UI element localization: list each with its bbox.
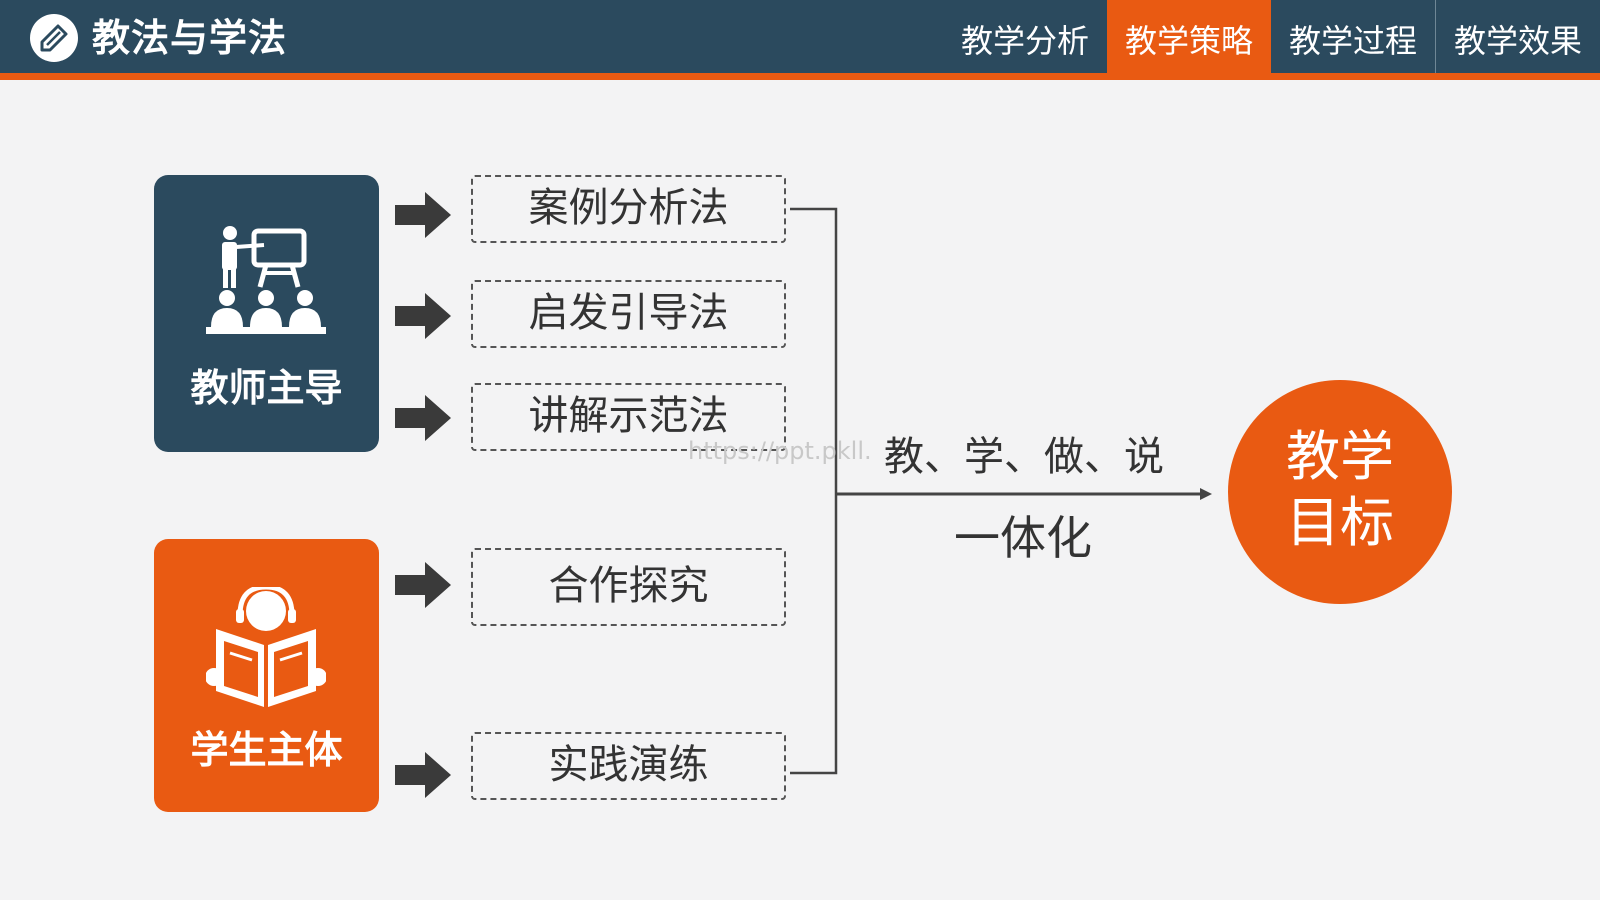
pencil-icon (30, 14, 78, 62)
tab-teaching-effect[interactable]: 教学效果 (1434, 0, 1600, 73)
method-explain-demonstrate: 讲解示范法 (471, 383, 786, 451)
method-heuristic-guidance: 启发引导法 (471, 280, 786, 348)
teaching-goal-circle: 教学 目标 (1228, 380, 1452, 604)
connector-bottom-text: 一体化 (954, 511, 1092, 565)
arrow-right-icon (395, 395, 451, 441)
teacher-presentation-icon (206, 226, 326, 334)
student-reading-icon (206, 587, 326, 707)
method-practice-drill: 实践演练 (471, 732, 786, 800)
tab-teaching-process[interactable]: 教学过程 (1288, 22, 1417, 60)
goal-line-1: 教学 (1286, 425, 1394, 488)
connector-top-text: 教、学、做、说 (884, 434, 1164, 480)
page-title: 教法与学法 (92, 16, 288, 60)
header-bar: 教法与学法 教学分析 教学策略 教学过程 教学效果 (0, 0, 1600, 80)
arrow-right-icon (395, 293, 451, 339)
nav-tabs: 教学分析 教学策略 教学过程 教学效果 (943, 0, 1600, 73)
teaching-goal-label: 教学 目标 (1228, 424, 1452, 556)
watermark-text: https://ppt.pkll. (688, 437, 872, 465)
arrow-right-icon (395, 562, 451, 608)
arrow-right-icon (395, 192, 451, 238)
method-case-analysis: 案例分析法 (471, 175, 786, 243)
student-centered-block: 学生主体 (154, 539, 379, 812)
tab-teaching-analysis[interactable]: 教学分析 (960, 22, 1089, 60)
teacher-led-block: 教师主导 (154, 175, 379, 452)
goal-line-2: 目标 (1286, 491, 1394, 554)
teacher-led-label: 教师主导 (190, 366, 343, 410)
tab-teaching-strategy[interactable]: 教学策略 (1106, 0, 1271, 73)
method-cooperative-inquiry: 合作探究 (471, 548, 786, 626)
arrow-right-icon (395, 752, 451, 798)
student-centered-label: 学生主体 (190, 728, 343, 772)
